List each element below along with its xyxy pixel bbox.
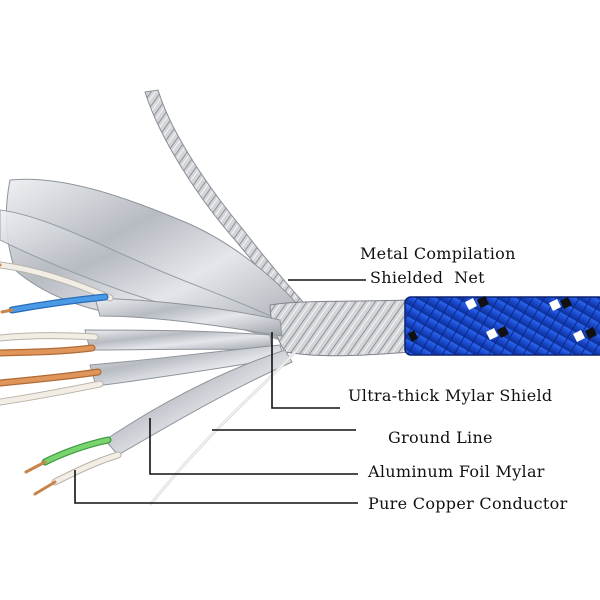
leader-aluminum-foil (149, 418, 358, 475)
leader-lines (74, 279, 366, 504)
cable-jacket (404, 296, 600, 356)
foil-pair-2 (84, 329, 273, 351)
label-ground-line: Ground Line (388, 428, 493, 447)
foil-pair-4 (104, 349, 293, 456)
label-shielded-net: Shielded Net (370, 268, 485, 287)
copper-tips (0, 263, 57, 496)
label-mylar-shield: Ultra-thick Mylar Shield (348, 386, 553, 405)
leader-copper-conductor (74, 470, 358, 504)
label-aluminum-foil: Aluminum Foil Mylar (368, 462, 545, 481)
leader-mylar-shield (271, 332, 340, 409)
label-copper-conductor: Pure Copper Conductor (368, 494, 568, 513)
braided-shield-body (269, 299, 411, 357)
label-metal-compilation: Metal Compilation (360, 244, 516, 263)
jacket-tracer-marks (408, 296, 597, 342)
foil-pair-1 (94, 297, 283, 337)
